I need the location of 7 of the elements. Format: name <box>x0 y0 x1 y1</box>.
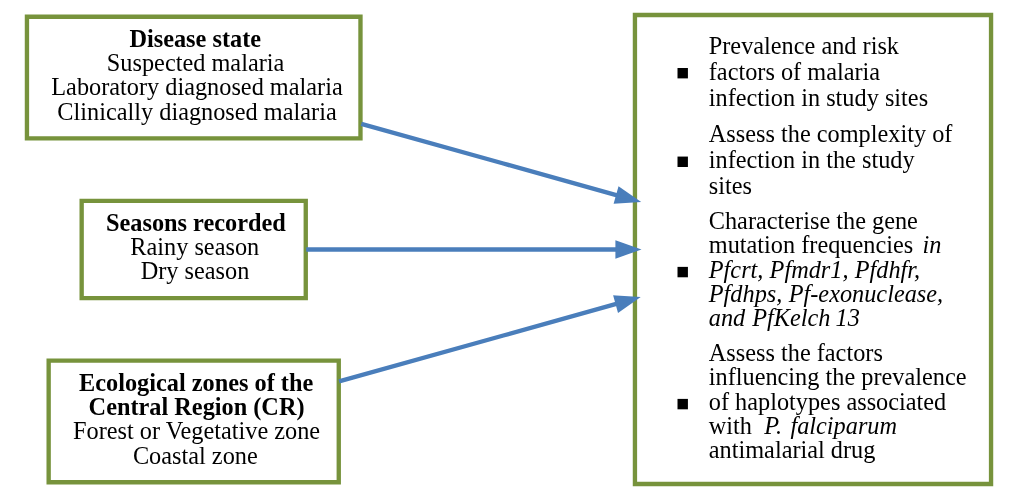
node-box: Disease state Suspected malaria Laboratory diagnosed malaria Clinically diagnosed malaria <box>24 14 363 141</box>
node-box: Prevalence and risk factors of malaria infection in study sites Assess the complexity of infection in the study sites Characterise the gene mutation frequencies in Pfcrt, Pfmdr1, Pfdhfr, Pfdhps, Pf-exonuclease, and PfKelch 13 Assess the factors influencing the prevalence of haplotypes associated with P. falciparum antimalarial drug <box>632 12 994 487</box>
node-box: Ecological zones of the Central Region (CR) Forest or Vegetative zone Coastal zone <box>46 358 341 485</box>
node-box: Seasons recorded Rainy season Dry season <box>79 198 308 301</box>
arrow <box>338 295 641 384</box>
arrow <box>360 121 642 204</box>
arrow <box>306 240 642 259</box>
